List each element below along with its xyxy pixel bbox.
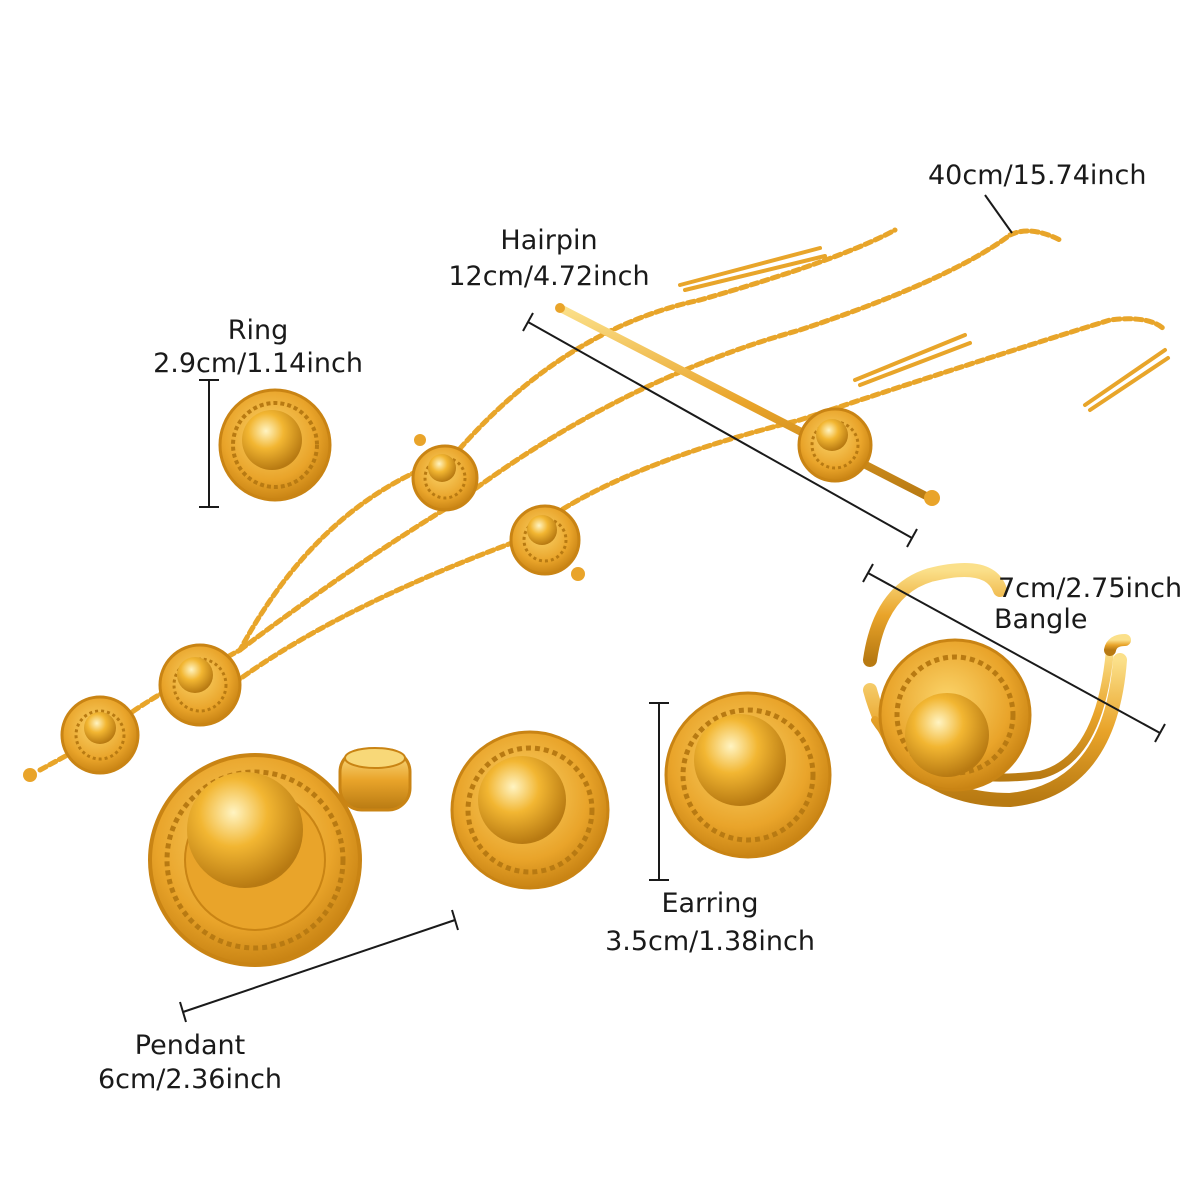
medallion-5 [797, 407, 873, 483]
earring-right [664, 691, 832, 859]
medallion-3 [411, 444, 479, 512]
hairpin-name-label: Hairpin [500, 225, 598, 256]
pendant-dimension-line [179, 909, 459, 1023]
necklace-size-label: 40cm/15.74inch [928, 160, 1147, 191]
ring-name-label: Ring [227, 315, 289, 346]
chain-tassels [678, 246, 1170, 412]
bangle-name-label: Bangle [994, 604, 1088, 635]
medallion-2 [158, 643, 242, 727]
hairpin-size-label: 12cm/4.72inch [448, 261, 650, 292]
hairpin [555, 303, 940, 506]
medallion-4 [509, 504, 581, 576]
ring [218, 388, 332, 502]
bangle-dimension-line [862, 563, 1166, 743]
earring-dimension-line [649, 702, 669, 881]
dimension-lines [179, 194, 1166, 1023]
bangle-medallion [878, 638, 1032, 792]
necklace-chain-middle [237, 228, 1063, 653]
necklace-medallions [23, 407, 873, 782]
earring-name-label: Earring [661, 888, 759, 919]
ring-dimension-line [199, 379, 219, 508]
ring-size-label: 2.9cm/1.14inch [153, 348, 363, 379]
pendant-name-label: Pendant [134, 1030, 246, 1061]
earring-left [450, 730, 610, 890]
necklace-dimension-line [984, 194, 1013, 234]
pendant-size-label: 6cm/2.36inch [97, 1064, 283, 1095]
hairpin-dimension-line [522, 312, 918, 548]
medallion-1 [60, 695, 140, 775]
necklace-chain-inner [222, 316, 1168, 693]
pendant [148, 747, 412, 967]
earring-size-label: 3.5cm/1.38inch [605, 926, 815, 957]
bangle-size-label: 7cm/2.75inch [998, 573, 1183, 604]
